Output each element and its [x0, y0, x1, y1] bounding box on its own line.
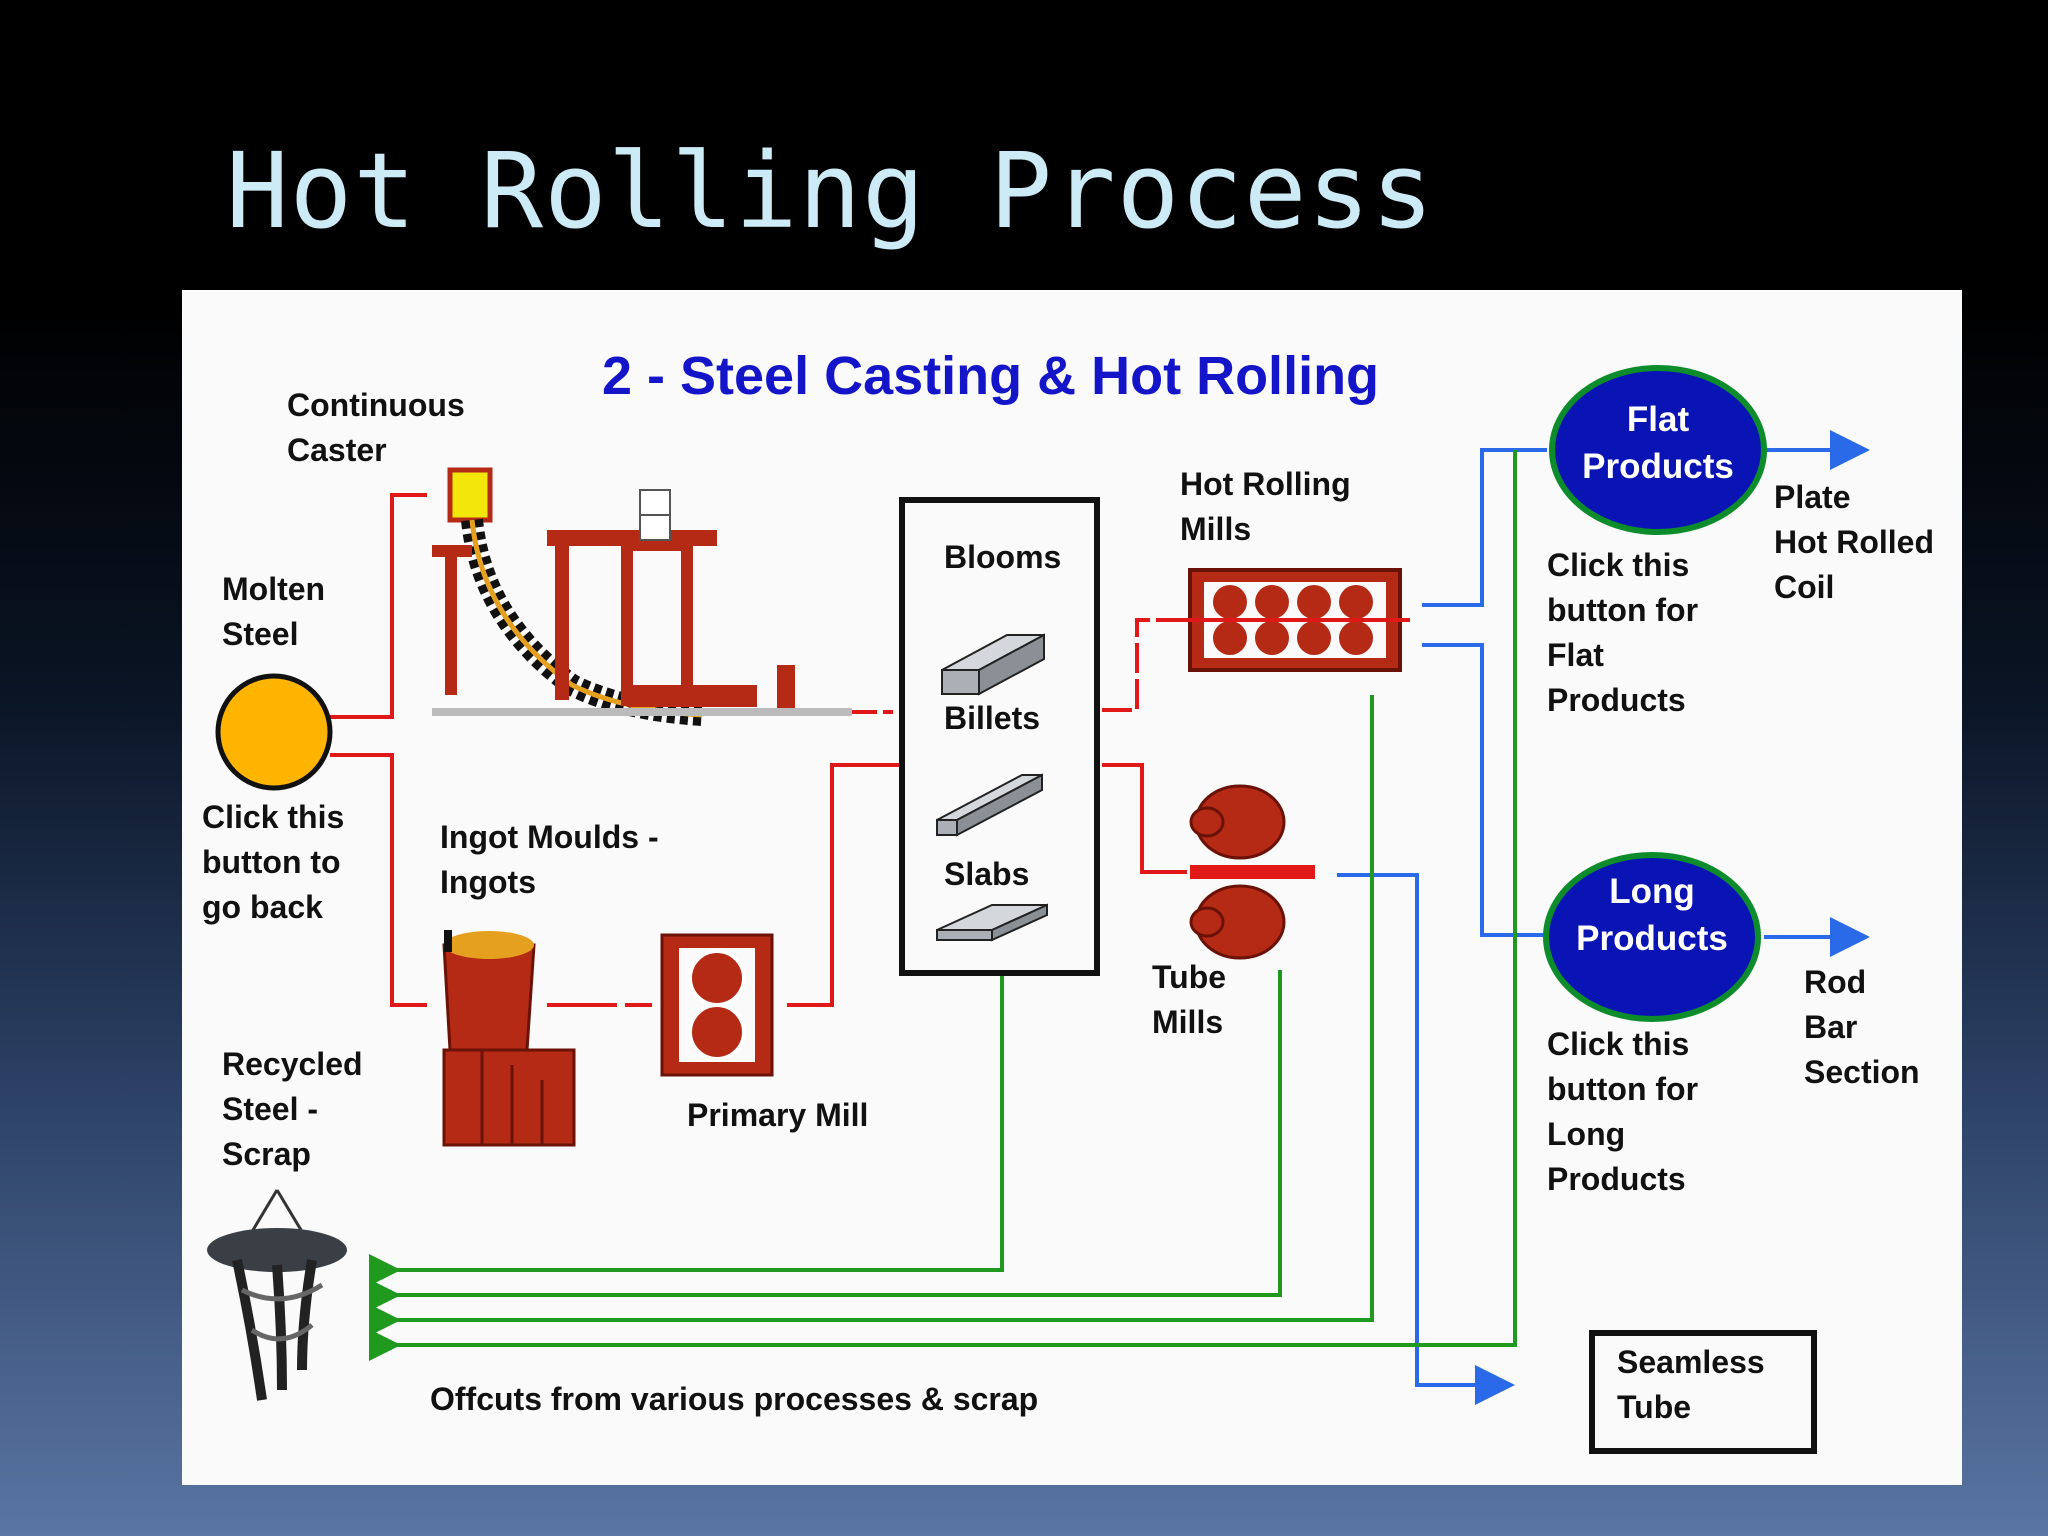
- hot-rolling-mills-label: Hot Rolling Mills: [1180, 466, 1351, 547]
- billet-shape: [936, 773, 1043, 837]
- billets-label: Billets: [944, 700, 1041, 736]
- scrap-from-hrm: [369, 695, 1374, 1336]
- long-products-button[interactable]: [1543, 852, 1761, 1022]
- diagram-panel: 2 - Steel Casting & Hot Rolling Continuo…: [182, 290, 1962, 1485]
- long-products-hint: Click this button for Long Products: [1547, 1026, 1699, 1197]
- slabs-label: Slabs: [944, 856, 1030, 892]
- scrap-magnet-illustration: [207, 1189, 347, 1401]
- seamless-tube-label: Seamless Tube: [1617, 1344, 1765, 1425]
- flow-semis-to-tube: [1102, 763, 1187, 874]
- molten-flow-lines: [330, 493, 1187, 1007]
- flow-tube-to-seamless: [1337, 873, 1515, 1405]
- flow-ball-to-caster: [330, 493, 427, 719]
- long-products-outputs: Rod Bar Section: [1804, 964, 1920, 1090]
- bloom-shape: [941, 633, 1045, 696]
- flow-primary-to-semis: [787, 763, 902, 1007]
- continuous-caster-illustration: [432, 467, 852, 726]
- flow-hrm-to-long: [1422, 643, 1547, 937]
- hot-rolling-mills-illustration: [1182, 568, 1410, 672]
- recycled-steel-label: Recycled Steel - Scrap: [222, 1046, 363, 1172]
- ingot-moulds-illustration: [442, 930, 576, 1147]
- diagram-heading: 2 - Steel Casting & Hot Rolling: [602, 346, 1380, 406]
- tube-mills-illustration: [1189, 784, 1315, 960]
- flat-products-button[interactable]: [1549, 365, 1767, 535]
- scrap-from-tube: [369, 970, 1282, 1311]
- offcuts-label: Offcuts from various processes & scrap: [430, 1381, 1039, 1417]
- scrap-from-products: [369, 450, 1517, 1361]
- tube-mills-label: Tube Mills: [1152, 959, 1227, 1040]
- long-products-label[interactable]: Long Products: [1576, 872, 1728, 958]
- molten-steel-hint: Click this button to go back: [202, 799, 345, 925]
- ingot-moulds-label: Ingot Moulds - Ingots: [440, 819, 659, 900]
- scrap-from-semis: [369, 975, 1004, 1286]
- flat-products-outputs: Plate Hot Rolled Coil: [1774, 479, 1934, 605]
- semi-finished-box: [899, 497, 1100, 976]
- seamless-tube-box: [1589, 1330, 1817, 1454]
- flow-semis-to-hrm: [1102, 618, 1187, 712]
- flow-ball-to-ingots: [330, 753, 427, 1007]
- flat-products-label[interactable]: Flat Products: [1582, 400, 1734, 486]
- flow-diagram: [207, 365, 1870, 1454]
- slab-shape: [936, 903, 1048, 942]
- scrap-flow-lines: [369, 450, 1517, 1361]
- molten-steel-button[interactable]: [215, 673, 333, 791]
- molten-steel-label: Molten Steel: [222, 571, 326, 652]
- primary-mill-label: Primary Mill: [687, 1097, 869, 1133]
- primary-mill-illustration: [660, 933, 774, 1077]
- blooms-label: Blooms: [944, 539, 1062, 575]
- slide-title: Hot Rolling Process: [226, 130, 1435, 252]
- flat-products-hint: Click this button for Flat Products: [1547, 547, 1699, 718]
- flow-hrm-to-flat: [1422, 448, 1547, 607]
- continuous-caster-label: Continuous Caster: [287, 387, 465, 468]
